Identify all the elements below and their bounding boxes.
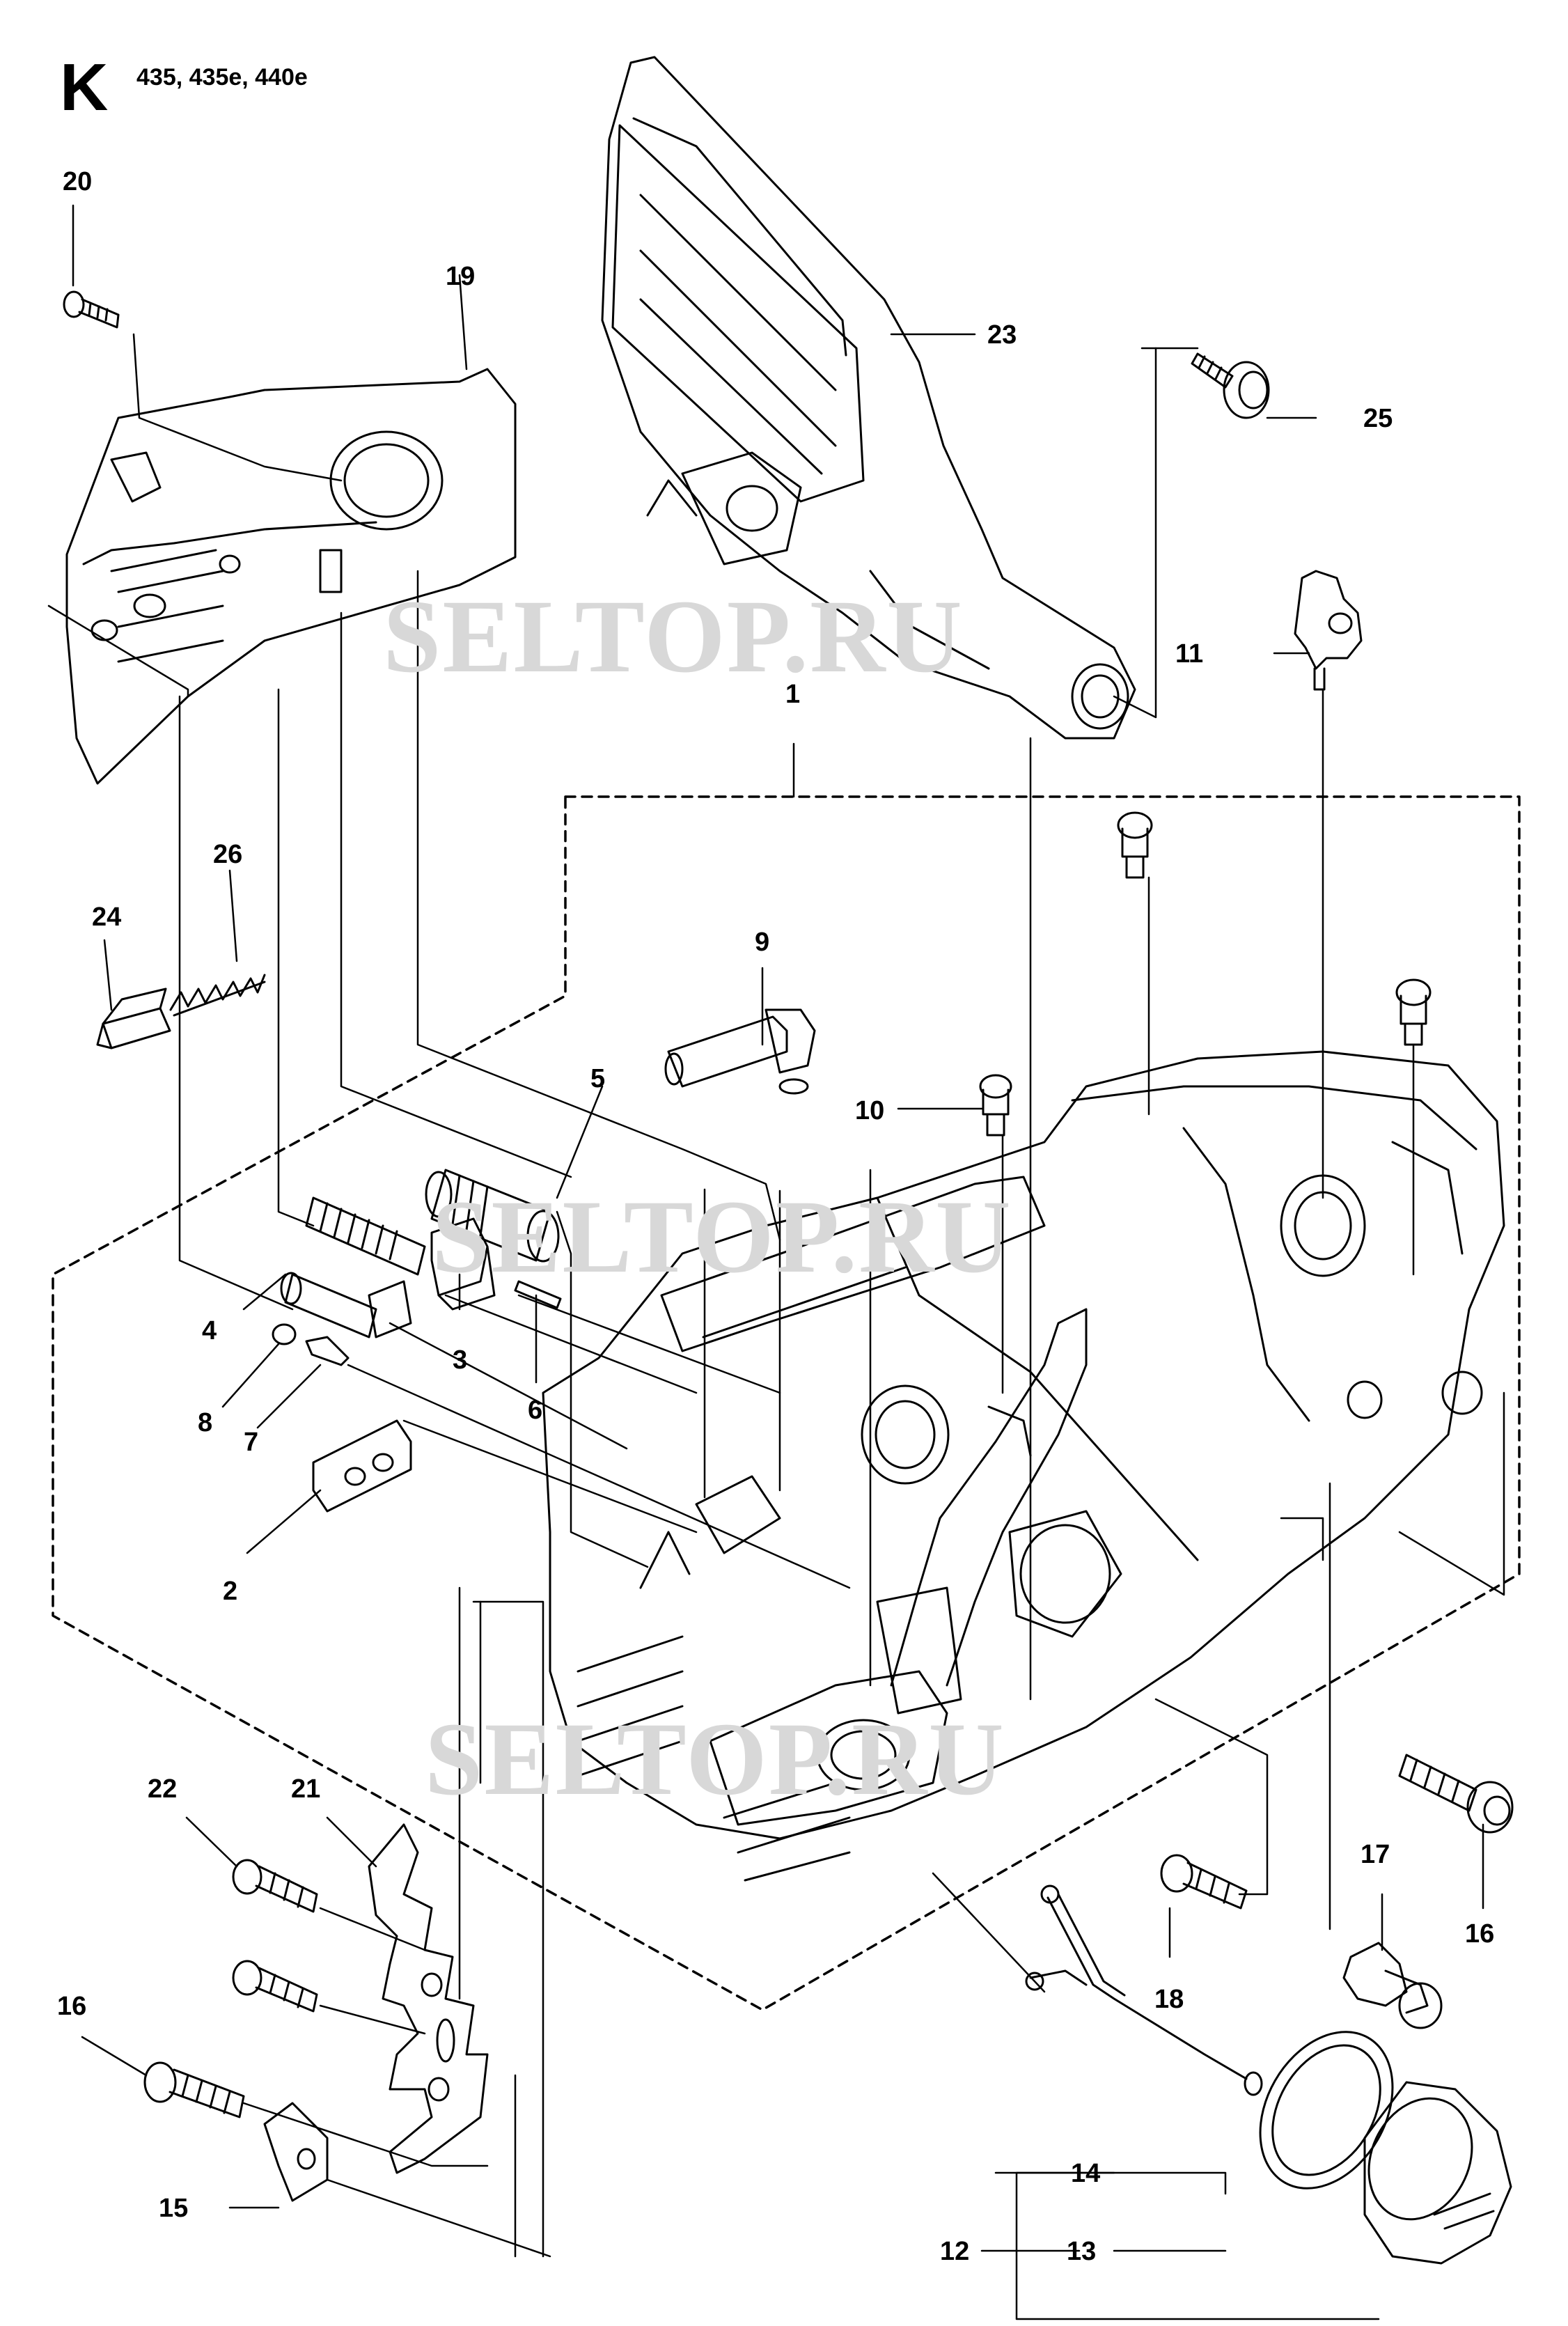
callout-10: 10 xyxy=(855,1096,885,1125)
model-list: 435, 435e, 440e xyxy=(136,64,308,91)
callout-24: 24 xyxy=(92,903,122,932)
assembly-boundary-dashed xyxy=(52,795,1521,2011)
bolt-top-right xyxy=(1395,978,1432,1046)
callout-23: 23 xyxy=(987,320,1017,350)
bolt-10 xyxy=(979,1074,1012,1137)
bolt-18 xyxy=(1160,1854,1248,1910)
callout-leaders xyxy=(72,204,1484,2320)
bolt-top-center xyxy=(1117,811,1153,879)
page-letter: K xyxy=(60,50,109,125)
callout-22: 22 xyxy=(148,1774,178,1804)
callout-16-right: 16 xyxy=(1465,1919,1495,1949)
callout-8: 8 xyxy=(198,1408,213,1437)
plate-15 xyxy=(263,2102,329,2202)
watermark: SELTOP.RU xyxy=(432,1179,1012,1295)
plug-17 xyxy=(1342,1942,1443,2029)
callout-25: 25 xyxy=(1363,404,1393,433)
watermark: SELTOP.RU xyxy=(425,1701,1005,1817)
bolt-middle xyxy=(232,1960,318,2013)
pipe-9 xyxy=(664,1008,816,1095)
callout-3: 3 xyxy=(453,1345,468,1375)
bolt-16-left xyxy=(143,2061,245,2118)
callout-1: 1 xyxy=(785,680,801,709)
pin-6 xyxy=(514,1280,562,1309)
chain-brake-cover xyxy=(65,368,517,785)
callout-6: 6 xyxy=(528,1396,543,1425)
front-handle xyxy=(601,56,1136,740)
bolt-22 xyxy=(232,1859,318,1913)
pin-4 xyxy=(280,1272,412,1338)
callout-21: 21 xyxy=(291,1774,321,1804)
callout-18: 18 xyxy=(1154,1985,1184,2014)
leader-lines xyxy=(47,333,1505,2258)
screw-25 xyxy=(1191,352,1270,419)
callout-5: 5 xyxy=(590,1064,606,1093)
filler-cap-12 xyxy=(1363,2081,1512,2265)
callout-14: 14 xyxy=(1071,2159,1101,2188)
tip-7 xyxy=(305,1336,350,1366)
callout-17: 17 xyxy=(1361,1840,1390,1869)
screw-20 xyxy=(63,290,120,329)
callout-12: 12 xyxy=(940,2237,970,2266)
callout-11: 11 xyxy=(1175,639,1204,669)
block-3 xyxy=(430,1217,496,1311)
callout-9: 9 xyxy=(755,928,770,957)
callout-20: 20 xyxy=(63,167,93,196)
watermark: SELTOP.RU xyxy=(383,579,964,694)
callout-2: 2 xyxy=(223,1577,238,1606)
callout-19: 19 xyxy=(446,262,476,291)
bolt-16-right xyxy=(1398,1754,1514,1834)
cap-8 xyxy=(272,1323,297,1345)
callout-15: 15 xyxy=(159,2194,189,2223)
fitting-11 xyxy=(1294,570,1363,691)
strap-14 xyxy=(1025,1884,1263,2096)
threaded-rod xyxy=(305,1196,426,1276)
callout-26: 26 xyxy=(213,840,243,869)
plate-2 xyxy=(312,1419,412,1513)
callout-4: 4 xyxy=(202,1316,217,1345)
callout-16-left: 16 xyxy=(57,1992,87,2021)
gasket-13 xyxy=(1259,2031,1394,2190)
crankcase xyxy=(542,1050,1505,1882)
spring-26 xyxy=(169,974,266,1017)
bumper-spike-21 xyxy=(368,1823,489,2174)
slider-24 xyxy=(96,988,171,1049)
callout-7: 7 xyxy=(244,1428,259,1457)
callout-13: 13 xyxy=(1067,2237,1097,2266)
